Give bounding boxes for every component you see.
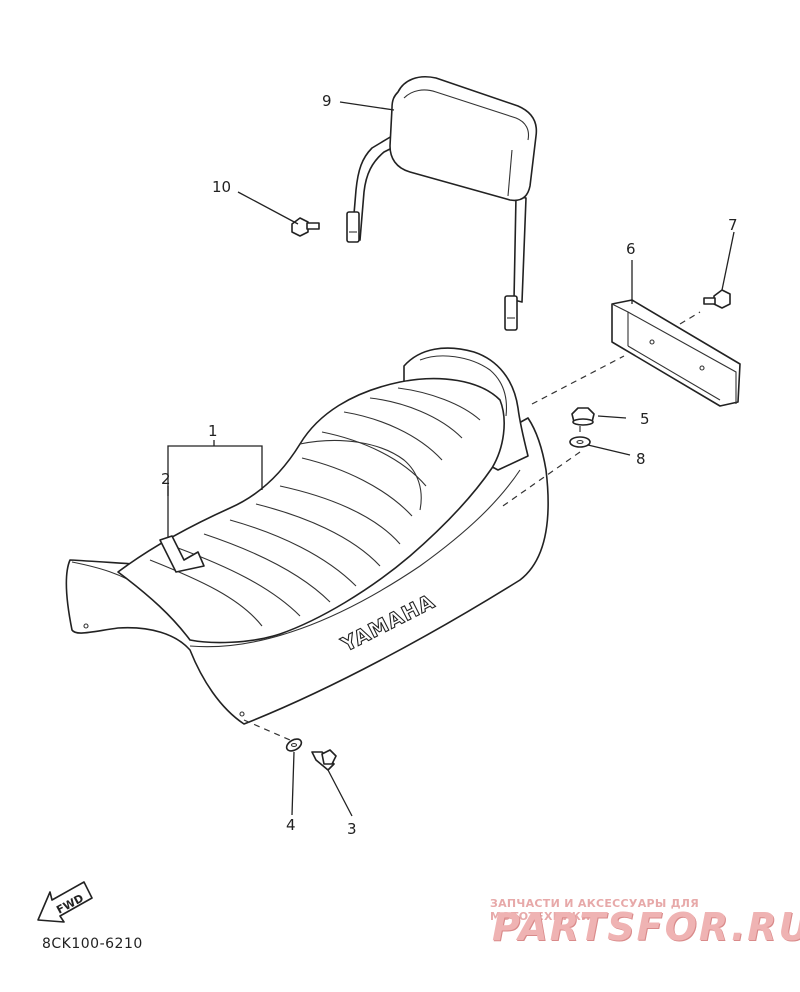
callout-numbers: 1 2 3 4 5 6 7 8 9 10	[161, 92, 738, 838]
watermark-logo: PARTSFOR.RU	[492, 905, 800, 949]
callout-3: 3	[347, 820, 357, 838]
bolt-7	[703, 289, 731, 309]
callout-5: 5	[640, 410, 650, 428]
callout-10: 10	[212, 178, 231, 196]
callout-2: 2	[161, 470, 171, 488]
watermark-subtitle: ЗАПЧАСТИ И АКСЕССУАРЫ ДЛЯ МОТОТЕХНИКИ	[490, 897, 700, 923]
callout-7: 7	[728, 216, 738, 234]
leader-lines	[167, 101, 735, 817]
bracket-6	[611, 299, 741, 407]
callout-6: 6	[626, 240, 636, 258]
callout-4: 4	[286, 816, 296, 834]
callout-1: 1	[208, 422, 218, 440]
callout-8: 8	[636, 450, 646, 468]
assembly-lines	[243, 311, 701, 741]
washer-4	[285, 738, 303, 752]
callout-9: 9	[322, 92, 332, 110]
diagram-code: 8CK100-6210	[42, 936, 143, 952]
bolt-10	[291, 217, 320, 237]
nut-5	[571, 407, 595, 426]
backrest	[346, 76, 538, 331]
bolt-3	[311, 749, 337, 771]
fwd-arrow: FWD	[37, 881, 93, 923]
washer-8	[569, 436, 591, 448]
seat: YAMAHA	[65, 347, 549, 725]
